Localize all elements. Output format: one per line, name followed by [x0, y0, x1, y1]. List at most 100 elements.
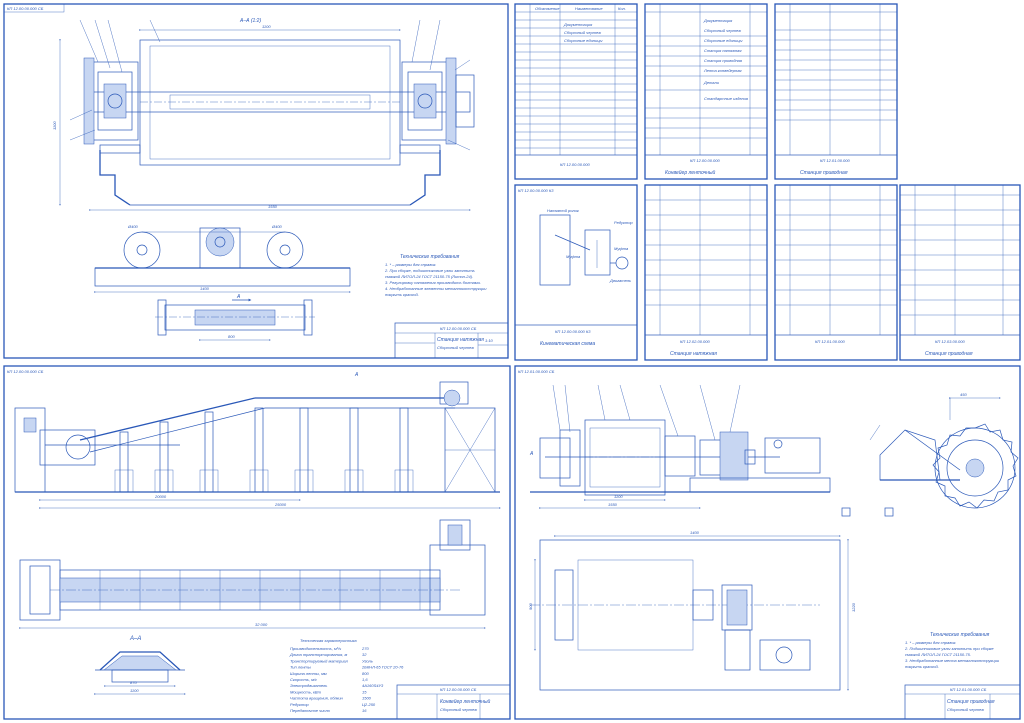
- spec-value: 270: [361, 646, 369, 651]
- kinematic-title-code: КП 12.00.00.000 К3: [555, 329, 591, 334]
- conveyor-plan: 32 000: [19, 519, 486, 629]
- spec-row: Сборочный чертеж: [704, 28, 741, 33]
- kinematic-label: Двигатель: [609, 278, 631, 283]
- spec-value: 2БКНЛ-65 ГОСТ 20-76: [361, 665, 404, 670]
- technical-notes: Технические требования 1. * – размеры дл…: [384, 254, 487, 297]
- spec-row: Сборочные единицы: [564, 38, 603, 43]
- spec-title: Конвейер ленточный: [665, 169, 716, 176]
- dim-horizontal-length: 20000: [154, 494, 167, 499]
- drive-plan: 1400 1220 900: [528, 530, 856, 691]
- spec-sheet-2: Документация Сборочный чертеж Сборочные …: [644, 3, 768, 180]
- spec-value: 800: [362, 671, 369, 676]
- dim-drum-length: 1100: [614, 494, 623, 499]
- title-block-name: Станция натяжная: [437, 337, 484, 343]
- spec-sheet-4: КП 12.02.00.000 Станция натяжная: [644, 184, 768, 361]
- spec-label: Длина транспортирования, м: [289, 652, 347, 657]
- kinematic-sheet: КП 12.00.00.000 К3 Натяжной ролик Муфта …: [514, 184, 638, 361]
- spec-code: КП 12.01.00.000: [815, 339, 845, 344]
- drum-assembly: 1100 1550 1100: [52, 19, 475, 211]
- kinematic-label: Натяжной ролик: [547, 208, 580, 213]
- spec-label: Ширина ленты, мм: [290, 671, 327, 676]
- spec-code: КП 12.00.00.000: [690, 158, 720, 163]
- spec-sheet-1: Обозначение Наименование Кол. Документац…: [514, 3, 638, 180]
- spec-value: 1,6: [362, 677, 368, 682]
- conveyor-section-aa: А–А 870 1100: [94, 636, 186, 695]
- conveyor-elevation: 20000 25000 А: [14, 372, 501, 509]
- notes-title: Технические требования: [930, 632, 990, 638]
- dim-plan-width: 1400: [690, 530, 700, 535]
- sheet-drive-station: КП 12.01.00.000 СБ 1100 1550 А: [514, 365, 1021, 720]
- dim-plan-depth: 1220: [851, 602, 856, 612]
- title-block-code: КП 12.01.00.000 СБ: [950, 687, 987, 692]
- spec-title: Станция натяжная: [670, 351, 717, 357]
- spec-value: Уголь: [362, 658, 373, 663]
- tension-side-view: 1400 Ø400 Ø400: [94, 224, 351, 293]
- note-line: 1. * – размеры для справок.: [905, 640, 956, 645]
- note-line: 3. Необработанные места металлоконструкц…: [905, 658, 1000, 663]
- spec-row: Детали: [703, 80, 720, 85]
- title-block: КП 12.00.00.000 СБ Конвейер ленточный Сб…: [396, 684, 511, 720]
- dim-roll-dia-2: Ø400: [271, 224, 283, 229]
- spec-label: Электродвигатель: [290, 683, 327, 688]
- spec-header: Кол.: [618, 6, 626, 11]
- spec-value: 4A160S4У3: [362, 683, 384, 688]
- spec-title: Станция приводная: [800, 170, 848, 176]
- dim-section-width: 870: [130, 680, 137, 685]
- dim-roll-dia-1: Ø400: [127, 224, 139, 229]
- spec-label: Производительность, м³/ч: [290, 646, 341, 651]
- note-line: 3. Регулировку натяжения производить бол…: [385, 280, 481, 285]
- notes-title: Технические требования: [400, 254, 460, 260]
- spec-sheet-3: КП 12.01.00.000 Станция приводная: [774, 3, 898, 180]
- view-label-a: А: [529, 451, 534, 457]
- dim-side-length: 1400: [200, 286, 210, 291]
- spec-value: Ц2-250: [362, 702, 376, 707]
- tension-plan-view: 800 А: [155, 294, 315, 341]
- sheet-code-rotated: КП 12.00.00.000 СБ: [7, 369, 44, 374]
- drive-side-view: 450: [841, 392, 1019, 517]
- dim-section-overall: 1100: [130, 688, 139, 693]
- dim-drum-length: 1100: [262, 24, 271, 29]
- spec-title: Станция приводная: [925, 351, 973, 357]
- note-line: 2. При сборке, подшипниковые узлы заполн…: [384, 268, 475, 273]
- note-line: 2. Подшипниковые узлы заполнить при сбор…: [904, 646, 994, 651]
- kinematic-code: КП 12.00.00.000 К3: [518, 188, 554, 193]
- sheet-code-rotated: КП 12.01.00.000 СБ: [518, 369, 555, 374]
- dim-plan-length: 32 000: [255, 622, 268, 627]
- spec-row: Сборочные единицы: [704, 38, 743, 43]
- title-block-code: КП 12.00.00.000 СБ: [440, 326, 477, 331]
- dim-total-length: 1550: [608, 502, 618, 507]
- view-label-a: А: [236, 294, 241, 300]
- spec-row: Станция приводная: [704, 58, 743, 63]
- title-block-scale: 1:10: [485, 338, 494, 343]
- title-block-code: КП 12.00.00.000 СБ: [440, 687, 477, 692]
- tech-characteristics: Техническая характеристика: [300, 638, 357, 643]
- spec-label: Мощность, кВт: [290, 689, 322, 694]
- note-line: покрыть краской.: [385, 292, 419, 297]
- spec-header: Обозначение: [535, 6, 560, 11]
- view-label-a: А: [354, 372, 359, 378]
- note-line: 1. * – размеры для справок.: [385, 262, 436, 267]
- dim-plan-width: 800: [228, 334, 235, 339]
- spec-label: Редуктор: [290, 702, 309, 707]
- spec-row: Лента конвейерная: [703, 68, 742, 73]
- spec-sheet-6: КП 12.03.00.000 Станция приводная: [899, 184, 1021, 361]
- spec-label: Транспортируемый материал: [290, 658, 349, 663]
- spec-header: Наименование: [575, 6, 603, 11]
- title-block-name: Конвейер ленточный: [440, 698, 491, 705]
- spec-label: Скорость, м/с: [290, 677, 317, 682]
- kinematic-label: Редуктор: [614, 220, 633, 225]
- sheet-conveyor: КП 12.00.00.000 СБ: [3, 365, 511, 720]
- dim-side-width: 450: [960, 392, 967, 397]
- spec-value: 16: [362, 708, 367, 713]
- title-block-subtitle: Сборочный чертеж: [947, 707, 984, 712]
- title-block-name: Станция приводная: [947, 699, 995, 705]
- spec-code: КП 12.03.00.000: [935, 339, 965, 344]
- drive-elevation: 1100 1550 А: [529, 384, 831, 509]
- dim-plan-drum: 900: [528, 603, 533, 610]
- kinematic-label: Муфта: [566, 254, 581, 259]
- spec-row: Документация: [563, 22, 593, 27]
- note-line: 4. Необработанные элементы металлоконстр…: [385, 286, 487, 291]
- section-label: А–А: [129, 636, 141, 642]
